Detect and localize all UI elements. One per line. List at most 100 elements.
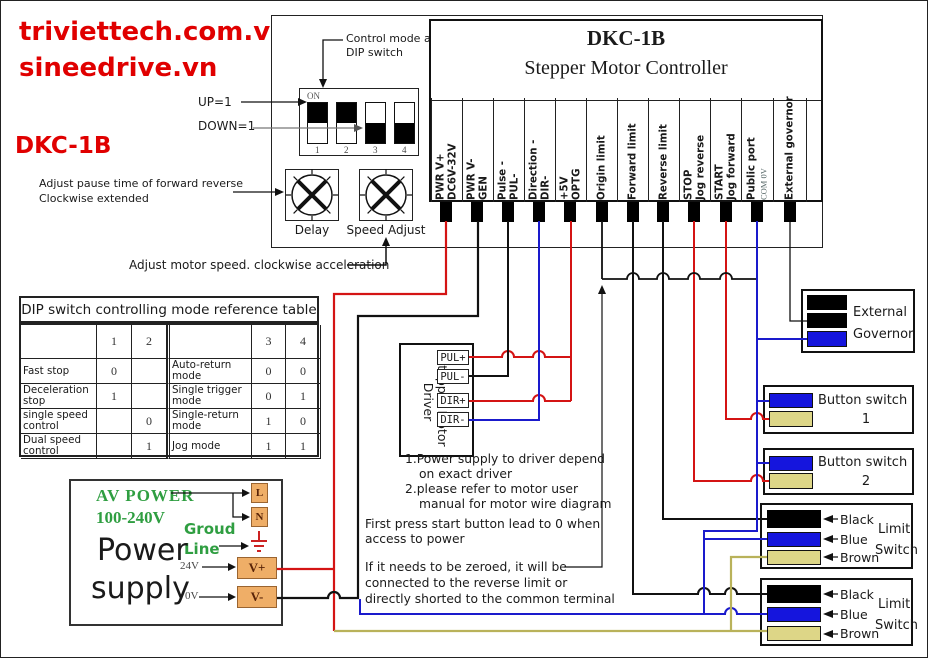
dip-callout-line2: DIP switch (346, 46, 403, 59)
limit1-bar-khaki (767, 550, 821, 565)
limit-switch-2-label-1: Limit (878, 597, 911, 612)
terminal-sublabel: OPTG (571, 168, 582, 200)
table-header-cell (21, 325, 97, 359)
terminal-label: Reverse limit (658, 124, 670, 200)
limit1-wire-blue-label: Blue (840, 532, 868, 547)
table-cell: Jog mode (167, 434, 252, 459)
speed-knob-box (359, 169, 413, 221)
table-cell (97, 409, 132, 434)
terminal-pulse: Pulse -PUL- (493, 98, 524, 202)
delay-knob-label: Delay (294, 223, 330, 237)
limit1-wire-brown-label: Brown (840, 550, 880, 565)
terminal-label: Public port (746, 137, 757, 200)
limit2-bar-blue (767, 607, 821, 622)
limit1-bar-blue (767, 532, 821, 547)
dip-up-legend: UP=1 (198, 95, 232, 109)
dip-switch-3-slider (366, 123, 385, 143)
driver-terminal-pul-plus: PUL+ (437, 350, 469, 365)
table-cell: 0 (252, 384, 286, 409)
dip-switch-2-slider (337, 103, 356, 123)
note-4-line2: connected to the reverse limit or (365, 576, 568, 590)
table-cell: Auto-return mode (167, 359, 252, 384)
dip-switch-2-number: 2 (344, 145, 349, 155)
terminal-label: +5V (559, 176, 571, 200)
table-cell: Dual speed control (21, 434, 97, 459)
limit-switch-2-label-2: Switch (875, 618, 918, 633)
ac-power-label: AV POWER (96, 486, 195, 505)
terminal-sublabel: COM 0V (757, 168, 768, 200)
note-2-line1: 2.please refer to motor user (405, 482, 579, 496)
button-switch-1-label: Button switch (818, 393, 908, 408)
terminal-label: PWR V+ (435, 153, 447, 200)
terminal-tab (751, 202, 763, 222)
terminal-sublabel: PUL- (509, 173, 520, 200)
dip-down-legend: DOWN=1 (198, 119, 256, 133)
governor-bar-black-2 (807, 313, 847, 328)
label-24v: 24V (180, 560, 199, 572)
table-cell: 1 (252, 409, 286, 434)
dip-switch-4-slider (395, 123, 414, 143)
terminal-tab (720, 202, 732, 222)
terminal-direction: Direction -DIR- (524, 98, 555, 202)
wire-stop-red (693, 221, 769, 482)
terminal-label: External governor (784, 96, 796, 200)
table-header-cell: 4 (286, 325, 321, 359)
terminal-sublabel: DC6V-32V (447, 143, 458, 200)
terminal-tab (440, 202, 452, 222)
watermark-site-2: sineedrive.vn (19, 53, 218, 83)
button1-bar-khaki (769, 411, 813, 427)
terminal-sublabel: Jog forward (726, 133, 737, 200)
dip-switch-1-slider (308, 103, 327, 123)
dip-switch-3 (365, 102, 386, 144)
table-header-cell: 1 (97, 325, 132, 359)
dip-switch-3-number: 3 (373, 145, 378, 155)
terminal-label: STOP (683, 169, 695, 200)
governor-bar-blue (807, 331, 847, 347)
terminal-label: Origin limit (596, 135, 608, 200)
note-pointer-arrowhead (598, 285, 606, 294)
wire-forward-limit-black (632, 221, 767, 595)
table-cell (132, 359, 167, 384)
table-cell: 1 (132, 434, 167, 459)
driver-terminal-dir-plus: DIR+ (437, 393, 469, 408)
driver-terminal-dir-minus: DIR- (437, 412, 469, 427)
limit2-wire-brown-label: Brown (840, 626, 880, 641)
terminal-tab (627, 202, 639, 222)
note-2-line2: manual for motor wire diagram (419, 497, 612, 511)
dip-on-label: ON (307, 91, 320, 101)
controller-box: DKC-1B Stepper Motor Controller (429, 19, 823, 202)
limit2-bar-khaki (767, 626, 821, 641)
terminal-label: Forward limit (627, 123, 639, 200)
terminal-sublabel: GEN (478, 176, 489, 200)
button-switch-2-label: Button switch (818, 455, 908, 470)
table-cell: single speed control (21, 409, 97, 434)
dip-mode-table: 1 2 3 4 Fast stop 0 Auto-return mode 0 0… (19, 323, 321, 459)
terminal-external-governor: External governor (773, 96, 807, 202)
terminal-pwr-vplus: PWR V+DC6V-32V (431, 98, 462, 202)
terminal-sublabel: DIR- (540, 175, 551, 200)
limit-switch-1-label-2: Switch (875, 543, 918, 558)
terminal-label: START (714, 164, 726, 200)
dip-switch-4 (394, 102, 415, 144)
speed-knob-label: Speed Adjust (346, 223, 426, 237)
table-cell (132, 384, 167, 409)
terminal-vminus: V- (237, 586, 277, 608)
note-3-line2: access to power (365, 532, 465, 546)
terminal-label: PWR V- (466, 158, 478, 200)
dip-switch-2 (336, 102, 357, 144)
terminal-tab (502, 202, 514, 222)
table-cell: 1 (286, 434, 321, 459)
dip-switch-1 (307, 102, 328, 144)
power-supply-name-line2: supply (91, 571, 190, 606)
driver-name-line2: Driver (421, 382, 436, 422)
delay-knob-box (285, 169, 339, 221)
note-1-line2: on exact driver (419, 467, 513, 481)
note-3-line1: First press start button lead to 0 when (365, 517, 601, 531)
power-supply-name-line1: Power (97, 533, 188, 568)
terminal-reverse-limit: Reverse limit (648, 98, 679, 202)
terminal-vplus: V+ (237, 557, 277, 579)
table-cell: 1 (97, 384, 132, 409)
